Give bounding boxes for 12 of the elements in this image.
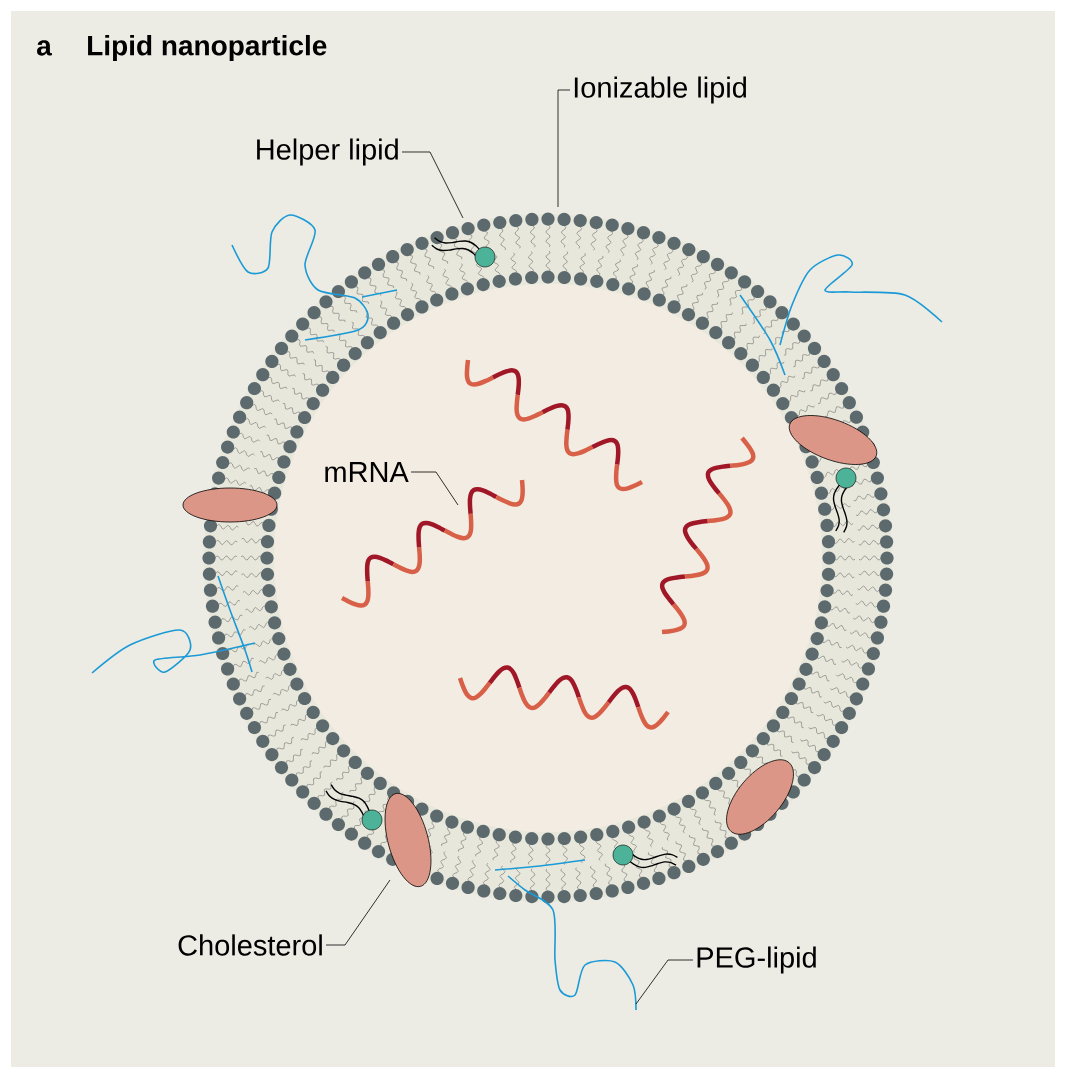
panel-letter: a xyxy=(37,40,52,56)
leader-line xyxy=(635,959,694,1005)
leader-line xyxy=(401,151,464,219)
leader-line xyxy=(557,89,571,208)
part-label: PEG-lipid xyxy=(697,946,816,974)
leader-line xyxy=(325,879,391,946)
title: Lipid nanoparticle xyxy=(88,34,327,62)
part-label: Cholesterol xyxy=(178,934,322,956)
part-label: mRNA xyxy=(325,462,409,482)
leader-line xyxy=(410,471,459,506)
part-label: Helper lipid xyxy=(257,138,398,166)
part-label: Ionizable lipid xyxy=(574,76,746,104)
